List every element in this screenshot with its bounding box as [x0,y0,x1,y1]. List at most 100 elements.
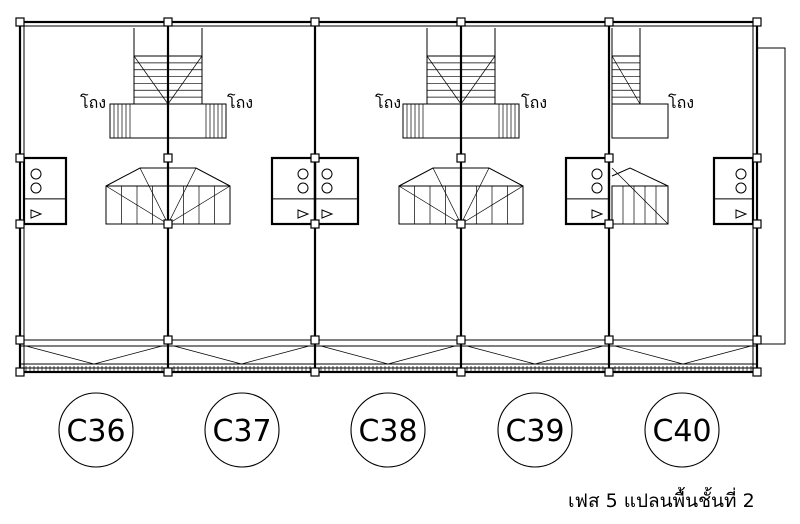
column [456,153,466,163]
balcony-brace [173,345,242,365]
column [604,153,614,163]
winder-line [139,167,169,225]
lower-stair [611,185,669,225]
lower-stair-top [398,167,524,187]
column [604,335,614,345]
right-extension [757,47,786,345]
basin-fixture [735,182,747,194]
void-label: โถง [668,93,694,112]
column [163,219,173,229]
column [163,335,173,345]
column [15,17,25,27]
toilet-fixture [591,168,603,180]
column [15,219,25,229]
stair-arrow [611,55,641,105]
column [752,219,762,229]
door-swing [297,209,310,219]
balcony-brace [241,345,310,365]
basin-fixture [297,182,309,194]
column [310,367,320,377]
stair-landing [611,103,669,139]
balcony-brace [320,345,389,365]
door-swing [30,209,43,219]
column [456,219,466,229]
column [310,17,320,27]
void-label: โถง [521,93,547,112]
stair-arrow [133,55,169,105]
toilet-fixture [321,168,333,180]
door-swing [591,209,604,219]
lower-stair-top [611,167,669,187]
balcony-brace [93,345,163,365]
door-swing [321,209,334,219]
winder-line [167,185,231,225]
column [163,153,173,163]
basin-fixture [321,182,333,194]
column [752,153,762,163]
stair-landing [402,103,520,139]
winder-line [167,167,197,225]
column [456,367,466,377]
winder-line [398,185,462,225]
column [456,17,466,27]
lower-stair-top [105,167,231,187]
unit-marker-circle [350,392,426,468]
unit-marker-circle [644,392,720,468]
unit-marker-circle [58,392,134,468]
stair-arrow [460,55,496,105]
balcony-brace [466,345,536,365]
column [15,335,25,345]
stair-rail [494,28,519,105]
void-label: โถง [375,93,401,112]
balcony-brace [682,345,752,365]
stair-rail [201,28,226,105]
outer-wall-inner [23,25,754,369]
column [163,17,173,27]
column [15,367,25,377]
column [752,367,762,377]
unit-marker-label: C39 [505,414,564,449]
toilet-fixture [735,168,747,180]
column [604,17,614,27]
unit-marker-label: C40 [652,414,711,449]
structural-columns [15,17,762,377]
winder-line [460,185,524,225]
party-walls [166,22,611,372]
unit-marker-label: C37 [212,414,271,449]
stair-arrow [167,55,203,105]
stair-rail [403,28,428,105]
void-label: โถง [80,93,106,112]
winder-line [105,185,169,225]
column [15,153,25,163]
column [163,367,173,377]
unit-layouts [22,28,755,371]
balcony-brace [614,345,684,365]
column [310,335,320,345]
column [310,219,320,229]
stair-rail [639,28,668,105]
column [604,219,614,229]
unit-marker-circle [204,392,280,468]
basin-fixture [591,182,603,194]
void-labels: โถง โถง โถง โถง โถง [80,93,694,112]
door-swing [735,209,748,219]
unit-marker-label: C36 [66,414,125,449]
unit-marker-circle [497,392,573,468]
balcony-brace [387,345,456,365]
drawing-caption: เฟส 5 แปลนพื้นชั้นที่ 2 [568,490,755,512]
void-label: โถง [227,93,253,112]
winder-line [432,167,462,225]
balcony-brace [534,345,604,365]
column [752,335,762,345]
bathroom-wall [712,156,755,226]
column [310,153,320,163]
column [752,17,762,27]
winder-line [611,167,669,225]
basin-fixture [30,182,42,194]
outer-wall [18,20,759,374]
bathroom-wall [313,156,360,226]
column [456,335,466,345]
stair-arrow [426,55,462,105]
